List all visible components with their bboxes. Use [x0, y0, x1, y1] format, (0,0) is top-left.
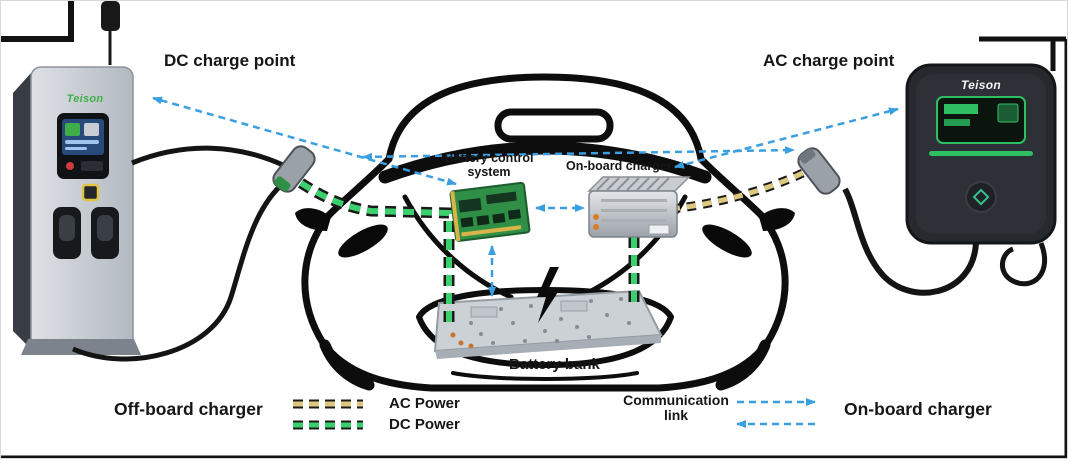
communication-link-label-line1: Communication — [623, 392, 729, 408]
legend-swatches — [293, 398, 816, 430]
off-board-charger-label: Off-board charger — [114, 399, 263, 419]
lightning-emblem — [537, 267, 559, 323]
station-button — [81, 183, 100, 202]
ac-charge-point-label: AC charge point — [763, 51, 895, 70]
frame-lines — [1, 39, 1067, 458]
battery-bank-pack — [433, 289, 663, 359]
headlight-right — [702, 224, 752, 258]
on-board-charger-component-label: On-board charger — [566, 159, 672, 173]
ac-power-legend-label: AC Power — [389, 395, 460, 412]
mirror-right — [759, 208, 795, 231]
battery-control-system-label-line1: Battery control — [444, 151, 534, 165]
wallbox-emblem — [965, 181, 997, 213]
car-sunroof — [494, 108, 614, 143]
dc-charge-point-label: DC charge point — [164, 51, 296, 70]
communication-link-label-line2: link — [663, 407, 689, 424]
battery-bank-label: Battery bank — [509, 356, 600, 373]
ac-plug — [797, 147, 841, 195]
ac-wallbox-brand-logo: Teison — [960, 78, 1002, 92]
communication-link-label: Communication link — [619, 392, 733, 424]
dc-power-legend-label: DC Power — [389, 416, 460, 433]
wall-mount-left — [1, 1, 74, 42]
battery-control-system-label: Battery control system — [439, 151, 539, 180]
on-board-charger-box — [587, 176, 691, 238]
communication-links — [152, 96, 899, 297]
battery-control-pcb — [449, 181, 531, 242]
dc-station-brand-logo: Teison — [66, 93, 104, 105]
dc-cable-upper — [131, 145, 285, 168]
ac-cable-loop — [1000, 242, 1048, 287]
headlight-left — [338, 224, 388, 258]
ac-wallbox — [842, 36, 1066, 296]
ac-cable-main — [842, 187, 979, 296]
ac-power-line — [670, 166, 809, 214]
wallbox-led-strip — [929, 151, 1033, 156]
car-details — [295, 208, 795, 258]
mirror-left — [295, 208, 331, 231]
dc-cable-lower — [72, 179, 288, 362]
dc-charge-station — [1, 1, 288, 362]
dc-power-lines — [298, 178, 640, 325]
on-board-charger-bottom-label: On-board charger — [844, 399, 992, 419]
battery-control-system-label-line2: system — [467, 164, 511, 179]
